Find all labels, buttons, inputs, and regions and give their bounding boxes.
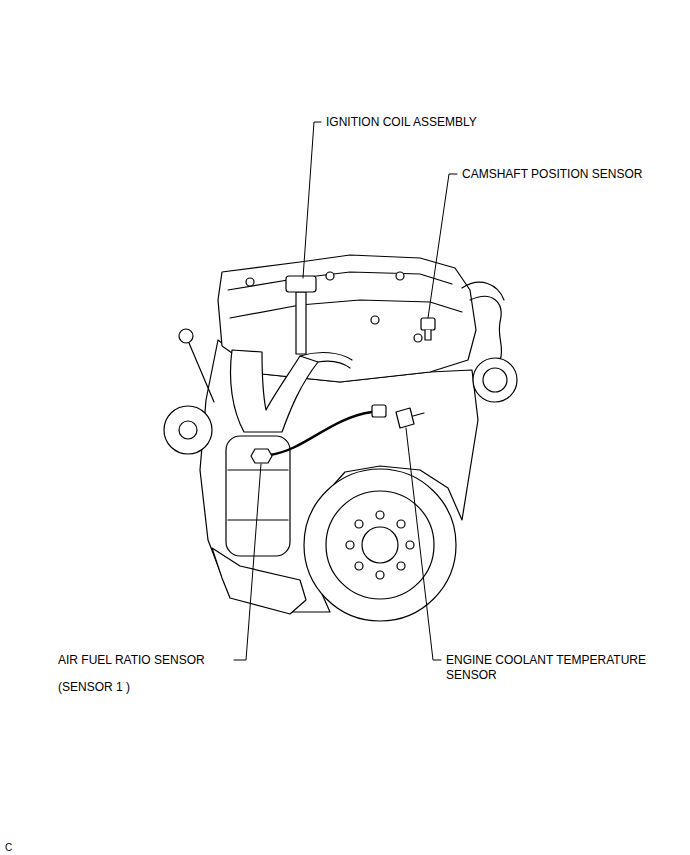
flywheel-inner <box>326 491 434 599</box>
hose <box>470 296 502 360</box>
leader-line <box>234 464 261 660</box>
bolt <box>246 278 254 286</box>
exhaust-manifold <box>231 350 319 432</box>
bolt <box>355 520 363 528</box>
dipstick <box>189 343 214 402</box>
flywheel-hub <box>362 527 398 563</box>
bolt <box>371 316 379 324</box>
leader-line <box>303 122 321 278</box>
camshaft-sensor-tip <box>425 330 431 340</box>
alternator <box>164 406 212 454</box>
bolt <box>414 334 422 342</box>
coolant-sensor <box>396 408 414 428</box>
af-sensor-connector <box>372 405 386 417</box>
exhaust-pipe <box>300 353 352 360</box>
coolant-sensor-tip <box>413 413 424 416</box>
hose <box>462 282 504 300</box>
alternator-pulley <box>179 421 197 439</box>
bolt <box>376 571 384 579</box>
bolt <box>397 520 405 528</box>
throttle-body <box>473 358 517 402</box>
flywheel <box>304 469 456 621</box>
part-label: ENGINE COOLANT TEMPERATURE SENSOR <box>446 653 672 683</box>
flywheel-bolts <box>346 511 414 579</box>
bolt <box>346 541 354 549</box>
throttle-bore <box>483 368 507 392</box>
leader-line <box>406 428 441 660</box>
figure-code: C <box>5 840 12 855</box>
valve-cover-ridge <box>228 272 452 290</box>
ignition-coil <box>286 276 316 292</box>
catalyst <box>226 436 290 556</box>
exhaust-pipe <box>318 361 350 368</box>
bolt <box>376 511 384 519</box>
oil-pan <box>212 548 306 614</box>
leader-line <box>428 174 457 318</box>
af-sensor-wire <box>270 412 372 455</box>
bolt <box>397 562 405 570</box>
catalyst-ring <box>228 470 288 520</box>
part-label: AIR FUEL RATIO SENSOR <box>58 653 205 668</box>
valve-cover-ridge <box>230 300 462 318</box>
part-label: IGNITION COIL ASSEMBLY <box>326 115 477 130</box>
af-sensor <box>251 449 272 463</box>
camshaft-sensor <box>421 318 435 330</box>
bolt <box>326 272 334 280</box>
bolt <box>406 541 414 549</box>
part-note: (SENSOR 1 ) <box>58 680 130 695</box>
coil-tube <box>296 292 306 354</box>
dipstick-ring <box>179 329 193 343</box>
part-label: CAMSHAFT POSITION SENSOR <box>462 167 642 182</box>
bolt <box>355 562 363 570</box>
bolt <box>396 272 404 280</box>
